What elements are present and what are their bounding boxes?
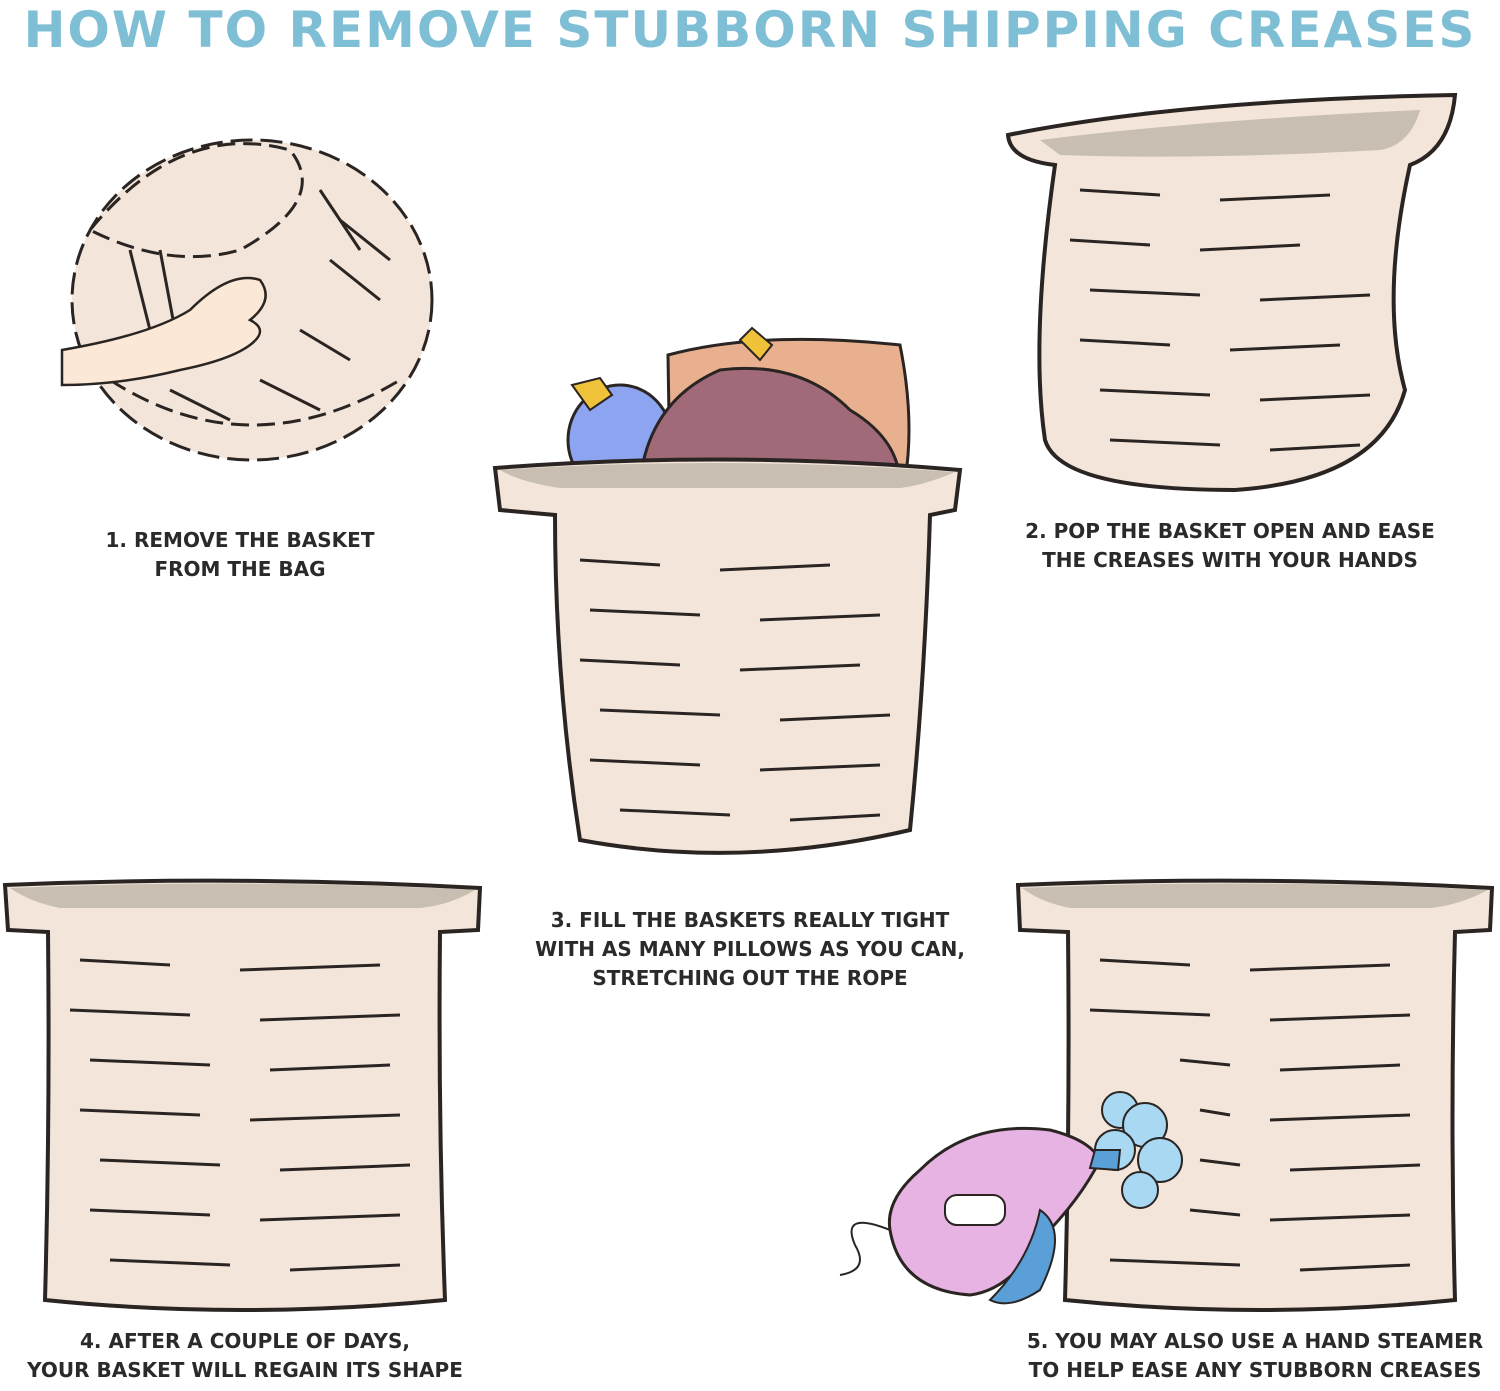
hand-steamer-icon xyxy=(839,1126,1122,1305)
hand-icon xyxy=(60,276,267,387)
step-3-caption: 3. FILL THE BASKETS REALLY TIGHT WITH AS… xyxy=(520,906,980,993)
step-4-caption: 4. AFTER A COUPLE OF DAYS, YOUR BASKET W… xyxy=(20,1327,470,1385)
steam-cloud-icon xyxy=(1094,1091,1183,1209)
step-3-line-2: WITH AS MANY PILLOWS AS YOU CAN, xyxy=(535,937,965,961)
step-2-caption: 2. POP THE BASKET OPEN AND EASE THE CREA… xyxy=(1000,517,1460,575)
page-title: HOW TO REMOVE STUBBORN SHIPPING CREASES xyxy=(23,1,1477,59)
open-basket-icon xyxy=(1005,92,1458,493)
collapsed-basket-hand-icon xyxy=(60,138,434,462)
reshaped-basket-icon xyxy=(2,878,483,1312)
step-3-line-1: 3. FILL THE BASKETS REALLY TIGHT xyxy=(550,908,950,932)
step-3-line-3: STRETCHING OUT THE ROPE xyxy=(592,966,908,990)
step-4-line-2: YOUR BASKET WILL REGAIN ITS SHAPE xyxy=(27,1358,463,1382)
basket-with-steamer-icon xyxy=(839,878,1495,1312)
step-2-line-2: THE CREASES WITH YOUR HANDS xyxy=(1042,548,1418,572)
pillow-plum xyxy=(638,366,902,487)
step-2-line-1: 2. POP THE BASKET OPEN AND EASE xyxy=(1025,519,1435,543)
basket-with-pillows-icon xyxy=(492,326,963,855)
step-1-line-1: 1. REMOVE THE BASKET xyxy=(105,528,375,552)
step-5-line-1: 5. YOU MAY ALSO USE A HAND STEAMER xyxy=(1026,1329,1484,1353)
step-1-caption: 1. REMOVE THE BASKET FROM THE BAG xyxy=(90,526,390,584)
basket-rope-lines xyxy=(128,189,391,422)
step-5-line-2: TO HELP EASE ANY STUBBORN CREASES xyxy=(1028,1358,1482,1382)
step-4-line-1: 4. AFTER A COUPLE OF DAYS, xyxy=(80,1329,410,1353)
tassel xyxy=(738,326,774,362)
tassel xyxy=(570,376,614,412)
step-5-caption: 5. YOU MAY ALSO USE A HAND STEAMER TO HE… xyxy=(1020,1327,1490,1385)
step-1-line-2: FROM THE BAG xyxy=(154,557,326,581)
